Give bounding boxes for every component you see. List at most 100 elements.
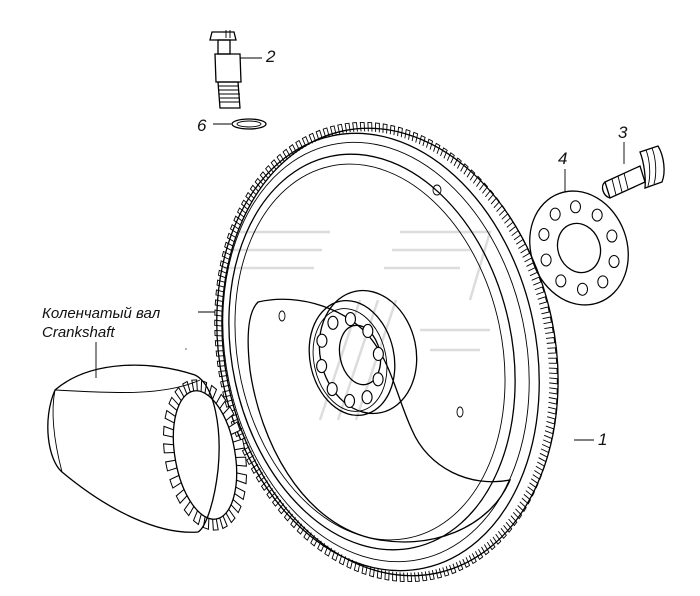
crankshaft-callout: Коленчатый вал Crankshaft (42, 305, 215, 378)
ring-gear-teeth (214, 121, 558, 583)
lock-plate-hole (538, 227, 550, 241)
gear-tooth (548, 357, 558, 364)
gear-tooth (375, 122, 380, 133)
gear-tooth (455, 560, 464, 572)
crank-gear-tooth (234, 486, 246, 501)
gear-tooth (449, 563, 457, 575)
gear-tooth (481, 544, 490, 556)
gear-tooth (214, 309, 224, 317)
gear-tooth (428, 570, 435, 581)
gear-tooth (532, 470, 543, 481)
gear-tooth (517, 501, 527, 513)
hub-bolt-hole (316, 333, 328, 348)
gear-tooth (282, 148, 291, 160)
gear-tooth (218, 370, 228, 378)
hub-bolt-hole (326, 381, 338, 397)
pin-part-2 (209, 30, 242, 109)
gear-tooth (538, 452, 548, 463)
gear-tooth (240, 199, 251, 210)
gear-tooth (229, 223, 240, 234)
crank-gear-tooth (219, 515, 228, 530)
callout-1: 1 (574, 430, 607, 449)
hub-bolt-hole (344, 312, 357, 327)
hub-bolt-hole (362, 323, 374, 339)
flywheel (214, 121, 559, 583)
gear-tooth (270, 159, 280, 171)
gear-tooth (346, 558, 354, 570)
gear-tooth (214, 340, 224, 347)
gear-tooth (315, 129, 323, 141)
crankshaft-label-en: Crankshaft (42, 324, 115, 341)
gear-tooth (224, 399, 235, 408)
gear-tooth (308, 132, 317, 144)
gear-tooth (446, 152, 455, 164)
gear-tooth (525, 486, 535, 497)
crank-gear-tooth (215, 393, 227, 409)
crankshaft-gear (162, 379, 248, 531)
gear-tooth (511, 230, 522, 241)
callout-label-6: 6 (197, 116, 207, 135)
gear-tooth (506, 221, 517, 232)
lock-plate-hole (608, 255, 620, 269)
gear-tooth (534, 286, 545, 295)
gear-tooth (361, 564, 368, 576)
gear-tooth (544, 326, 554, 334)
gear-tooth (392, 571, 397, 582)
gear-tooth (241, 446, 252, 456)
gear-tooth (222, 389, 232, 398)
lock-plate-hole (570, 200, 582, 214)
gear-tooth (540, 443, 551, 454)
gear-tooth (389, 124, 396, 136)
gear-tooth (310, 535, 319, 547)
gear-tooth (384, 570, 390, 581)
callout-3: 3 (618, 123, 628, 164)
callout-label-4: 4 (558, 149, 567, 168)
crank-gear-tooth (212, 518, 219, 531)
gear-tooth (288, 144, 297, 156)
crankshaft (47, 364, 248, 533)
gear-tooth (406, 572, 413, 583)
hub-bolt-hole (361, 390, 373, 405)
gear-tooth (543, 434, 553, 444)
gear-tooth (414, 572, 420, 582)
gear-tooth (497, 528, 507, 540)
gear-tooth (547, 406, 557, 415)
gear-tooth (215, 350, 225, 357)
face-hole (278, 310, 286, 322)
crank-gear-tooth (182, 380, 191, 395)
gear-tooth (544, 425, 555, 435)
hub-bolt-hole (372, 346, 384, 362)
gear-tooth (537, 296, 548, 305)
crank-gear-tooth (174, 386, 185, 402)
gear-tooth (496, 204, 506, 216)
bolt-part-3 (601, 145, 665, 199)
lock-plate-hole (549, 207, 561, 221)
gear-tooth (224, 241, 234, 252)
crank-gear-tooth (165, 459, 178, 472)
crank-gear-tooth (202, 516, 210, 531)
gear-tooth (426, 138, 434, 150)
gear-tooth (352, 122, 358, 132)
gear-tooth (547, 347, 557, 354)
gear-tooth (382, 123, 388, 134)
face-hole (456, 406, 464, 418)
lock-plate-hole (606, 229, 618, 243)
gear-tooth (521, 494, 532, 505)
crank-gear-tooth (183, 501, 195, 517)
gear-tooth (338, 554, 346, 566)
gear-tooth (546, 416, 556, 425)
gear-tooth (475, 548, 484, 560)
gear-tooth (515, 238, 526, 249)
crank-gear-tooth (236, 472, 248, 485)
crank-gear-tooth (230, 499, 242, 514)
crank-gear-tooth (164, 409, 176, 424)
gear-tooth (237, 207, 247, 218)
gear-tooth (353, 561, 361, 573)
lock-plate-hole (540, 253, 552, 267)
gear-tooth (367, 122, 373, 132)
gear-tooth (216, 279, 226, 288)
hub-bolt-holes (316, 312, 384, 408)
gear-tooth (548, 397, 558, 405)
gear-tooth (501, 213, 512, 224)
